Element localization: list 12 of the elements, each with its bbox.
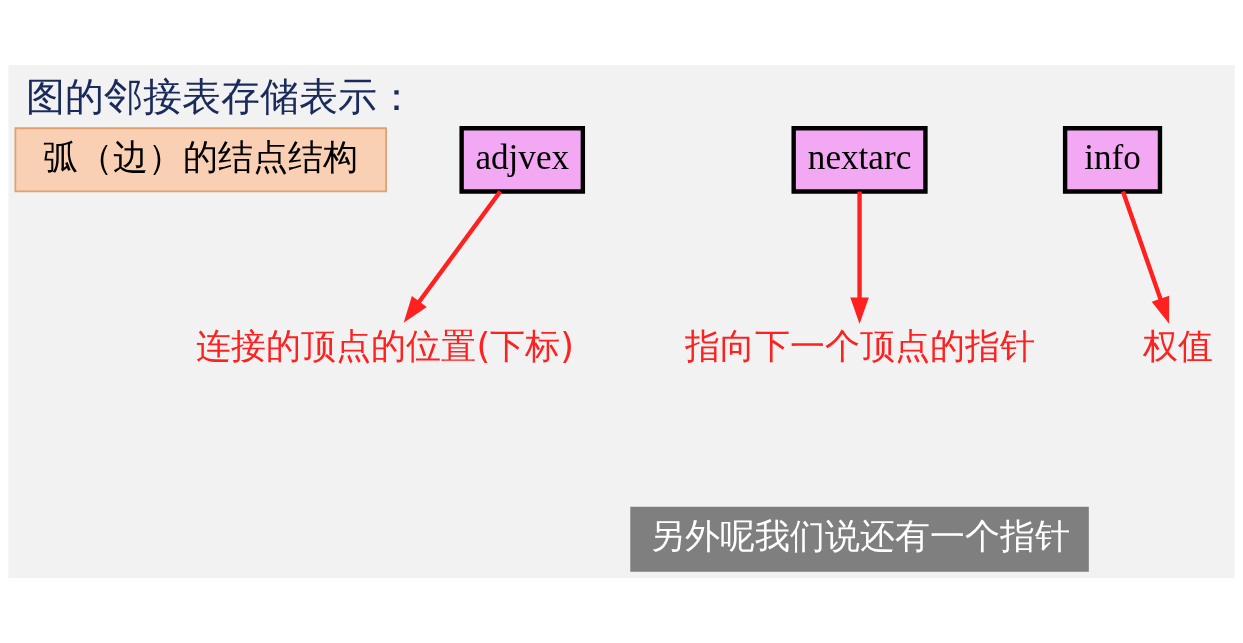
node-text: 权值	[1142, 325, 1213, 367]
node-box: adjvex	[459, 126, 586, 194]
node-box: info	[1062, 126, 1163, 194]
node-text: 连接的顶点的位置(下标)	[196, 325, 574, 367]
node-box: 弧（边）的结点结构	[14, 127, 387, 193]
arrow	[1120, 190, 1170, 324]
arrow	[850, 191, 869, 325]
arrow	[403, 190, 502, 323]
node-text: 指向下一个顶点的指针	[684, 325, 1035, 367]
node-box: nextarc	[791, 126, 928, 194]
diagram-title: 图的邻接表存储表示：	[25, 73, 416, 119]
label: 另外呢我们说还有一个指针	[649, 515, 1070, 557]
